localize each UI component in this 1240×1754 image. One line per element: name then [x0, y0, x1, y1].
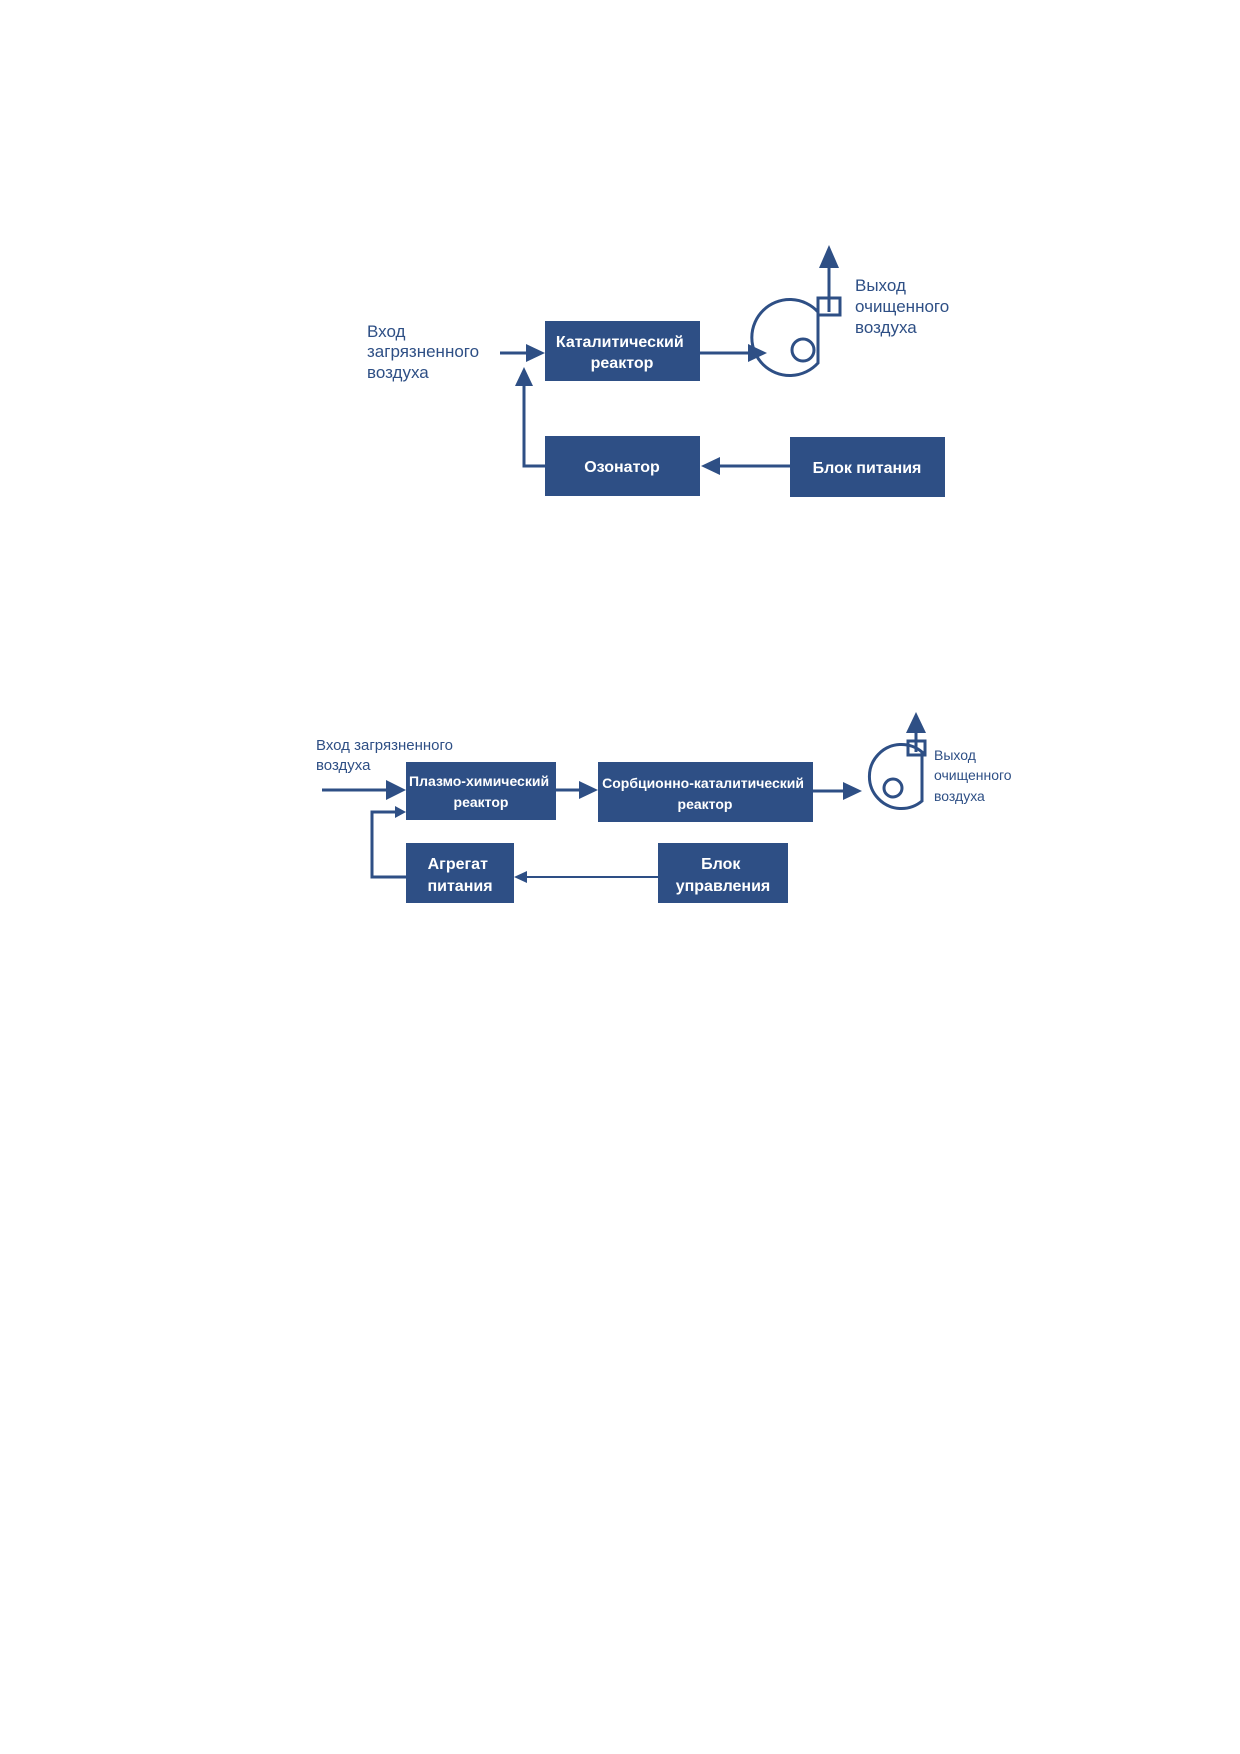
d2-control-unit-box: [658, 843, 788, 903]
d1-feedback-arrow-head: [515, 367, 533, 386]
d1-input-label-line-2: загрязненного: [367, 342, 479, 361]
d2-power-unit-line-1: Агрегат: [428, 856, 488, 873]
d2-plasma-reactor-box: [406, 762, 556, 820]
d1-input-label-line-1: Вход: [367, 322, 406, 341]
d2-input-label-line-1: Вход загрязненного: [316, 737, 453, 754]
d1-feedback-line: [522, 385, 545, 468]
d2-output-label-line-3: воздуха: [934, 788, 985, 804]
d1-catalytic-reactor-box: [545, 321, 700, 381]
d2-control-unit-line-2: управления: [676, 878, 771, 895]
fan-icon: [868, 712, 927, 810]
d2-feedback-line: [370, 810, 406, 879]
d1-output-label-line-2: очищенного: [855, 297, 949, 316]
d2-plasma-sorption-arrow-head: [579, 781, 598, 799]
d2-sorption-reactor-box: [598, 762, 813, 822]
d2-output-label-line-2: очищенного: [934, 767, 1012, 783]
d2-input-arrow-head: [386, 780, 406, 800]
d1-output-label-line-3: воздуха: [855, 318, 917, 337]
d1-input-label-line-3: воздуха: [367, 363, 429, 382]
d1-input-arrow-head: [526, 344, 545, 362]
d2-power-unit-label: Агрегат питания: [427, 856, 492, 895]
d2-sorption-fan-arrow-head: [843, 782, 862, 800]
d2-fan-housing: [868, 743, 924, 810]
diagram-1: Вход загрязненного воздуха Каталитически…: [367, 245, 954, 497]
d2-control-unit-line-1: Блок: [701, 856, 741, 873]
d1-input-label: Вход загрязненного воздуха: [367, 322, 484, 382]
d1-power-ozonator-arrow-head: [701, 457, 720, 475]
d2-plasma-reactor-line-1: Плазмо-химический: [409, 773, 549, 789]
d1-ozonator-box: [545, 436, 700, 496]
d2-sorption-reactor-line-1: Сорбционно-каталитический: [602, 775, 804, 791]
d2-output-label: Выход очищенного воздуха: [934, 747, 1015, 804]
d1-catalytic-reactor-line-1: Каталитический: [556, 334, 684, 351]
d2-plasma-reactor-label: Плазмо-химический реактор: [409, 773, 553, 810]
d1-catalytic-reactor-line-2: реактор: [591, 355, 654, 372]
d2-input-label-line-2: воздуха: [316, 757, 371, 774]
d1-output-label: Выход очищенного воздуха: [855, 276, 954, 337]
d1-fan-housing: [750, 298, 820, 377]
fan-icon: [750, 245, 842, 377]
d1-fan-hub: [790, 337, 816, 363]
d2-sorption-reactor-label: Сорбционно-каталитический реактор: [602, 775, 808, 812]
d1-catalytic-reactor-label: Каталитический реактор: [556, 334, 688, 372]
diagram-2: Вход загрязненного воздуха Плазмо-химиче…: [316, 712, 1015, 903]
d1-output-label-line-1: Выход: [855, 276, 906, 295]
d2-input-label: Вход загрязненного воздуха: [316, 737, 457, 774]
d2-output-label-line-1: Выход: [934, 747, 976, 763]
d2-sorption-reactor-line-2: реактор: [678, 796, 733, 812]
d2-feedback-arrow-head: [395, 806, 406, 818]
arrow-icon: [819, 245, 839, 268]
d2-power-unit-box: [406, 843, 514, 903]
d1-power-supply-label: Блок питания: [813, 460, 922, 477]
d2-fan-hub: [882, 777, 904, 799]
d2-plasma-reactor-line-2: реактор: [454, 794, 509, 810]
arrow-icon: [906, 712, 926, 733]
d2-control-unit-label: Блок управления: [676, 856, 771, 895]
d1-ozonator-label: Озонатор: [584, 459, 660, 476]
d2-control-power-arrow-head: [514, 871, 527, 883]
d2-power-unit-line-2: питания: [427, 878, 492, 895]
d1-power-supply-box: [790, 437, 945, 497]
